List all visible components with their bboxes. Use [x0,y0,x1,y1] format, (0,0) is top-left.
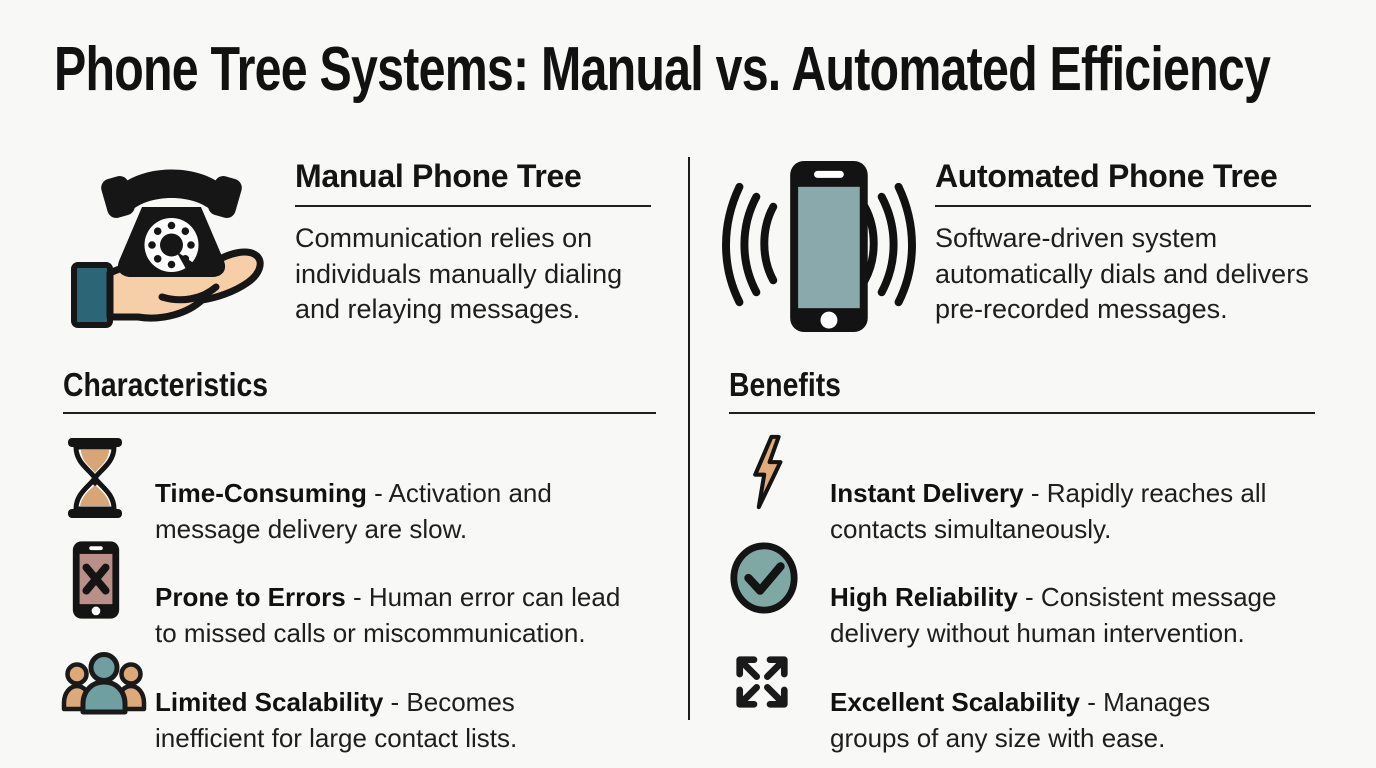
hourglass-icon [64,434,126,522]
benefits-rule [729,412,1315,414]
item-description: - Human error can lead to missed calls o… [155,582,621,648]
lightning-bolt-icon [748,432,784,512]
vibrating-smartphone-icon [716,155,921,339]
automated-description: Software-driven system automatically dia… [935,223,1309,324]
item-description: - Consistent message delivery without hu… [830,582,1277,648]
check-circle-icon [727,541,801,615]
item-term: Excellent Scalability [830,687,1081,717]
automated-column-heading: Automated Phone Tree [935,158,1278,194]
characteristic-item-prone-to-errors: Prone to Errors - Human error can lead t… [155,543,700,651]
hand-holding-rotary-phone-icon [62,154,280,336]
characteristics-rule [63,412,656,414]
benefit-item-instant-delivery: Instant Delivery - Rapidly reaches all c… [830,439,1370,547]
phone-error-icon [67,537,125,623]
characteristics-heading: Characteristics [63,366,269,403]
item-term: Prone to Errors [155,582,346,612]
item-term: Time-Consuming [155,478,367,508]
item-term: High Reliability [830,582,1018,612]
manual-heading-rule [295,205,651,207]
automated-heading-rule [935,205,1311,207]
people-group-icon [58,650,150,722]
page-title: Phone Tree Systems: Manual vs. Automated… [54,35,1271,104]
benefit-item-high-reliability: High Reliability - Consistent message de… [830,543,1370,651]
item-term: Instant Delivery [830,478,1024,508]
benefits-heading: Benefits [729,366,841,403]
item-description: - Manages groups of any size with ease. [830,687,1211,753]
item-term: Limited Scalability [155,687,384,717]
expand-arrows-icon [728,648,796,716]
manual-description: Communication relies on individuals manu… [295,223,623,324]
characteristic-item-time-consuming: Time-Consuming - Activation and message … [155,439,675,547]
column-divider [688,157,690,720]
item-description: - Rapidly reaches all contacts simultane… [830,478,1267,544]
item-description: - Activation and message delivery are sl… [155,478,552,544]
manual-column-heading: Manual Phone Tree [295,158,582,194]
item-description: - Becomes inefficient for large contact … [155,687,518,753]
characteristic-item-limited-scalability: Limited Scalability - Becomes inefficien… [155,648,675,756]
benefit-item-excellent-scalability: Excellent Scalability - Manages groups o… [830,648,1370,756]
